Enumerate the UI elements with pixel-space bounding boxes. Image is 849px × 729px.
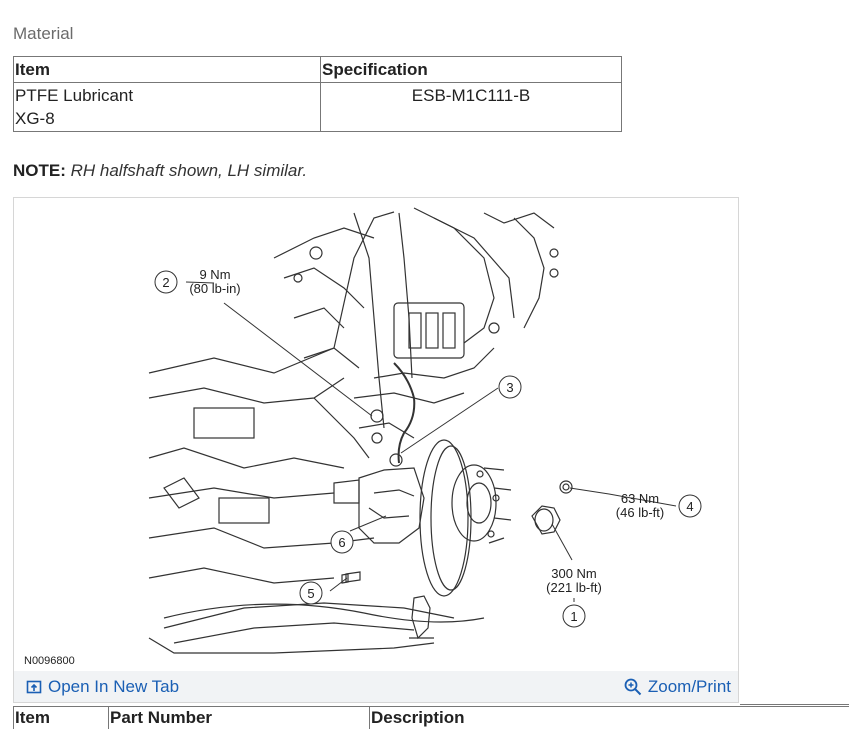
leader-lines xyxy=(186,282,676,602)
callout-3: 3 xyxy=(499,376,521,398)
zoom-print-label: Zoom/Print xyxy=(648,677,731,697)
parts-header-part-number: Part Number xyxy=(109,707,370,729)
torque-4-nm: 63 Nm xyxy=(621,491,659,506)
torque-2-alt: (80 lb-in) xyxy=(189,281,240,296)
parts-header-description: Description xyxy=(370,707,849,729)
table-row: PTFE Lubricant XG-8 ESB-M1C111-B xyxy=(14,83,622,132)
header-specification: Specification xyxy=(321,57,622,83)
callouts: 2 3 4 6 5 1 9 Nm (80 lb-i xyxy=(24,267,701,667)
callout-2: 2 xyxy=(155,271,177,293)
section-title-material: Material xyxy=(13,24,73,44)
zoom-in-icon xyxy=(624,678,642,696)
material-table: Item Specification PTFE Lubricant XG-8 E… xyxy=(13,56,622,132)
svg-text:5: 5 xyxy=(307,586,314,601)
figure-container: 2 3 4 6 5 1 9 Nm (80 lb-i xyxy=(13,197,739,703)
cell-specification: ESB-M1C111-B xyxy=(321,83,622,132)
item-line-2: XG-8 xyxy=(15,107,319,130)
cell-item: PTFE Lubricant XG-8 xyxy=(14,83,321,132)
note-label: NOTE: xyxy=(13,161,66,180)
svg-text:4: 4 xyxy=(686,499,693,514)
open-new-tab-icon xyxy=(26,679,42,695)
note-text: RH halfshaft shown, LH similar. xyxy=(71,161,308,180)
svg-text:6: 6 xyxy=(338,535,345,550)
header-item: Item xyxy=(14,57,321,83)
callout-4: 4 xyxy=(679,495,701,517)
parts-header-item: Item xyxy=(14,707,109,729)
svg-text:1: 1 xyxy=(570,609,577,624)
torque-2-nm: 9 Nm xyxy=(199,267,230,282)
torque-1-nm: 300 Nm xyxy=(551,566,597,581)
open-in-new-tab-link[interactable]: Open In New Tab xyxy=(26,677,179,697)
figure-toolbar: Open In New Tab Zoom/Print xyxy=(14,671,738,702)
svg-text:3: 3 xyxy=(506,380,513,395)
figure-code: N0096800 xyxy=(24,655,75,667)
zoom-print-link[interactable]: Zoom/Print xyxy=(624,677,731,697)
callout-5: 5 xyxy=(300,582,322,604)
open-in-new-tab-label: Open In New Tab xyxy=(48,677,179,697)
torque-1-alt: (221 lb-ft) xyxy=(546,580,602,595)
halfshaft-diagram: 2 3 4 6 5 1 9 Nm (80 lb-i xyxy=(14,198,738,671)
note: NOTE: RH halfshaft shown, LH similar. xyxy=(13,161,307,181)
svg-text:2: 2 xyxy=(162,275,169,290)
divider xyxy=(740,704,849,705)
callout-1: 1 xyxy=(563,605,585,627)
item-line-1: PTFE Lubricant xyxy=(15,84,319,107)
parts-table: Item Part Number Description xyxy=(13,706,849,729)
callout-6: 6 xyxy=(331,531,353,553)
torque-4-alt: (46 lb-ft) xyxy=(616,505,664,520)
